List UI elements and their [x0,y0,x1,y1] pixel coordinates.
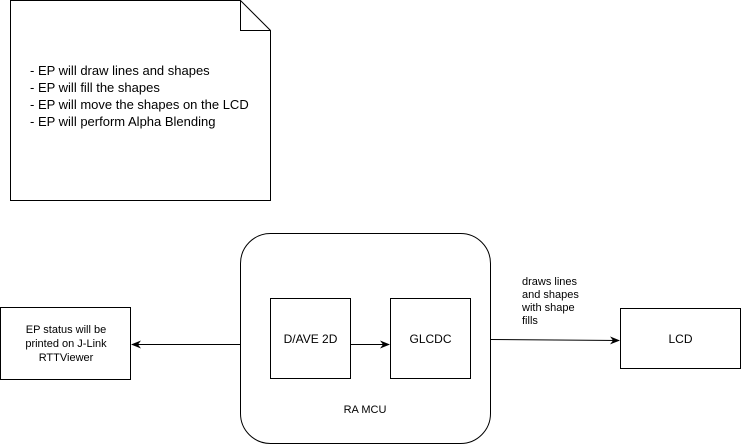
glcdc-label: GLCDC [409,331,452,346]
status-box [0,307,131,380]
dave2d-block [270,298,351,379]
dave2d-label: D/AVE 2D [283,331,338,346]
note-text: - EP will draw lines and shapes - EP wil… [30,62,249,130]
status-box-label: EP status will be printed on J-Link RTTV… [25,324,107,364]
note-line: - EP will move the shapes on the LCD [30,97,249,112]
edge-label-draws: draws lines and shapes with shape fills [522,276,579,327]
note-shape [10,0,271,201]
note-line: - EP will draw lines and shapes [30,63,210,78]
arrow-mcu-to-lcd [490,336,620,345]
glcdc-block [390,298,471,379]
lcd-label: LCD [668,331,693,346]
note-line: - EP will perform Alpha Blending [30,114,216,129]
lcd-box [620,308,741,369]
note-line: - EP will fill the shapes [30,80,160,95]
note-fold [240,0,271,31]
ra-mcu-label: RA MCU [343,404,387,416]
